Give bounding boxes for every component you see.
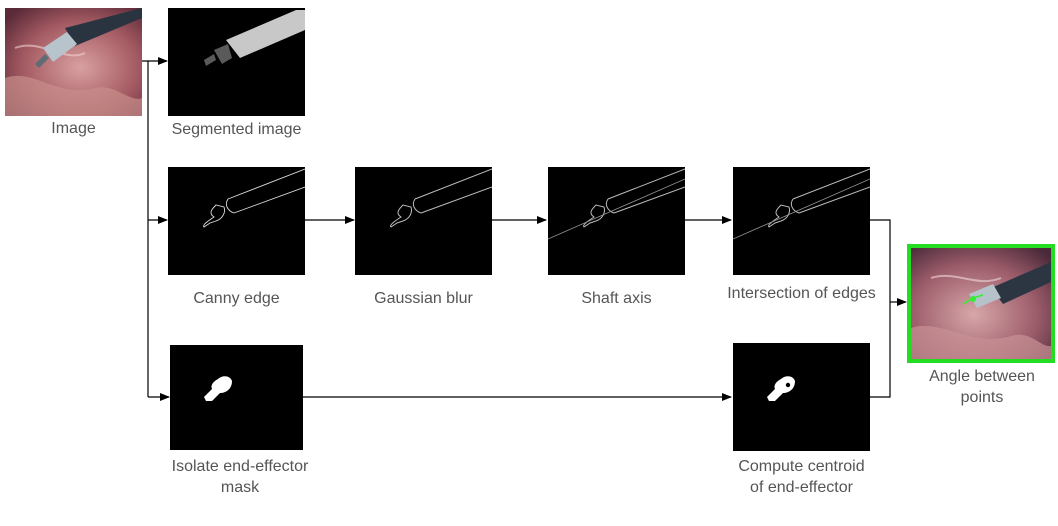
node-centroid	[733, 343, 870, 451]
angle-result-photo-icon	[911, 248, 1051, 359]
node-canny	[168, 167, 306, 275]
canny-edge-icon	[203, 168, 306, 228]
label-image: Image	[51, 120, 96, 137]
label-gaussian: Gaussian blur	[374, 290, 473, 307]
centroid-mask-icon	[767, 376, 795, 401]
label-intersection: Intersection of edges	[727, 285, 876, 302]
node-gaussian	[355, 167, 493, 275]
gaussian-blur-icon	[390, 168, 493, 228]
label-angle: Angle between points	[929, 368, 1035, 406]
node-shaft	[547, 167, 686, 275]
surgical-photo-icon	[5, 8, 142, 116]
node-intersection	[732, 167, 871, 275]
label-shaft: Shaft axis	[581, 290, 652, 307]
end-effector-mask-icon	[204, 376, 232, 401]
shaft-axis-icon	[547, 168, 686, 240]
node-segmented	[168, 8, 305, 116]
node-isolate	[170, 345, 303, 450]
intersection-edges-icon	[732, 168, 871, 240]
node-angle	[907, 244, 1055, 363]
edge-intersection-angle	[870, 219, 891, 398]
label-segmented: Segmented image	[171, 121, 302, 138]
segmented-mask-icon	[204, 10, 305, 66]
node-image	[5, 8, 142, 116]
label-centroid: Compute centroid of end-effector	[738, 458, 865, 496]
label-canny: Canny edge	[193, 290, 280, 307]
edge-image-spine	[142, 60, 149, 397]
label-isolate: Isolate end-effector mask	[171, 458, 309, 496]
